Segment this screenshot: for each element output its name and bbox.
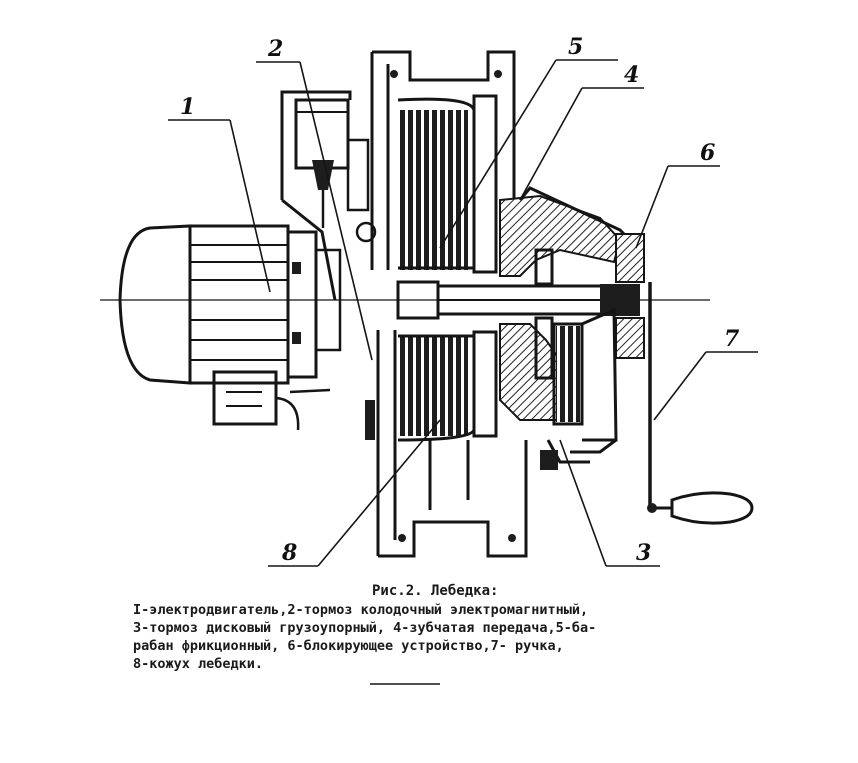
blocking-device: [518, 186, 645, 454]
label-6: 6: [700, 140, 715, 166]
caption-line-2: 3-тормоз дисковый грузоупорный, 4-зубчат…: [133, 620, 596, 636]
figure-caption: Рис.2. Лебедка: I-электродвигатель,2-тор…: [133, 583, 596, 685]
leader-lines: [168, 59, 758, 567]
caption-line-1: I-электродвигатель,2-тормоз колодочный э…: [133, 602, 588, 618]
label-7: 7: [724, 326, 740, 352]
main-shaft: [396, 280, 640, 320]
friction-drum: [397, 94, 498, 510]
winch-housing: [365, 50, 528, 558]
label-8: 8: [281, 540, 297, 566]
caption-title: Рис.2. Лебедка:: [372, 583, 498, 599]
electric-motor: [118, 224, 342, 431]
label-5: 5: [568, 34, 583, 60]
label-4: 4: [624, 62, 639, 88]
disc-brake: [540, 307, 618, 470]
caption-line-4: 8-кожух лебедки.: [133, 656, 263, 672]
crank-handle: [647, 282, 754, 525]
caption-line-3: рабан фрикционный, 6-блокирующее устройс…: [133, 638, 564, 654]
shoe-brake: [280, 90, 377, 301]
label-3: 3: [636, 540, 651, 566]
label-1: 1: [180, 94, 195, 120]
label-2: 2: [267, 36, 283, 62]
